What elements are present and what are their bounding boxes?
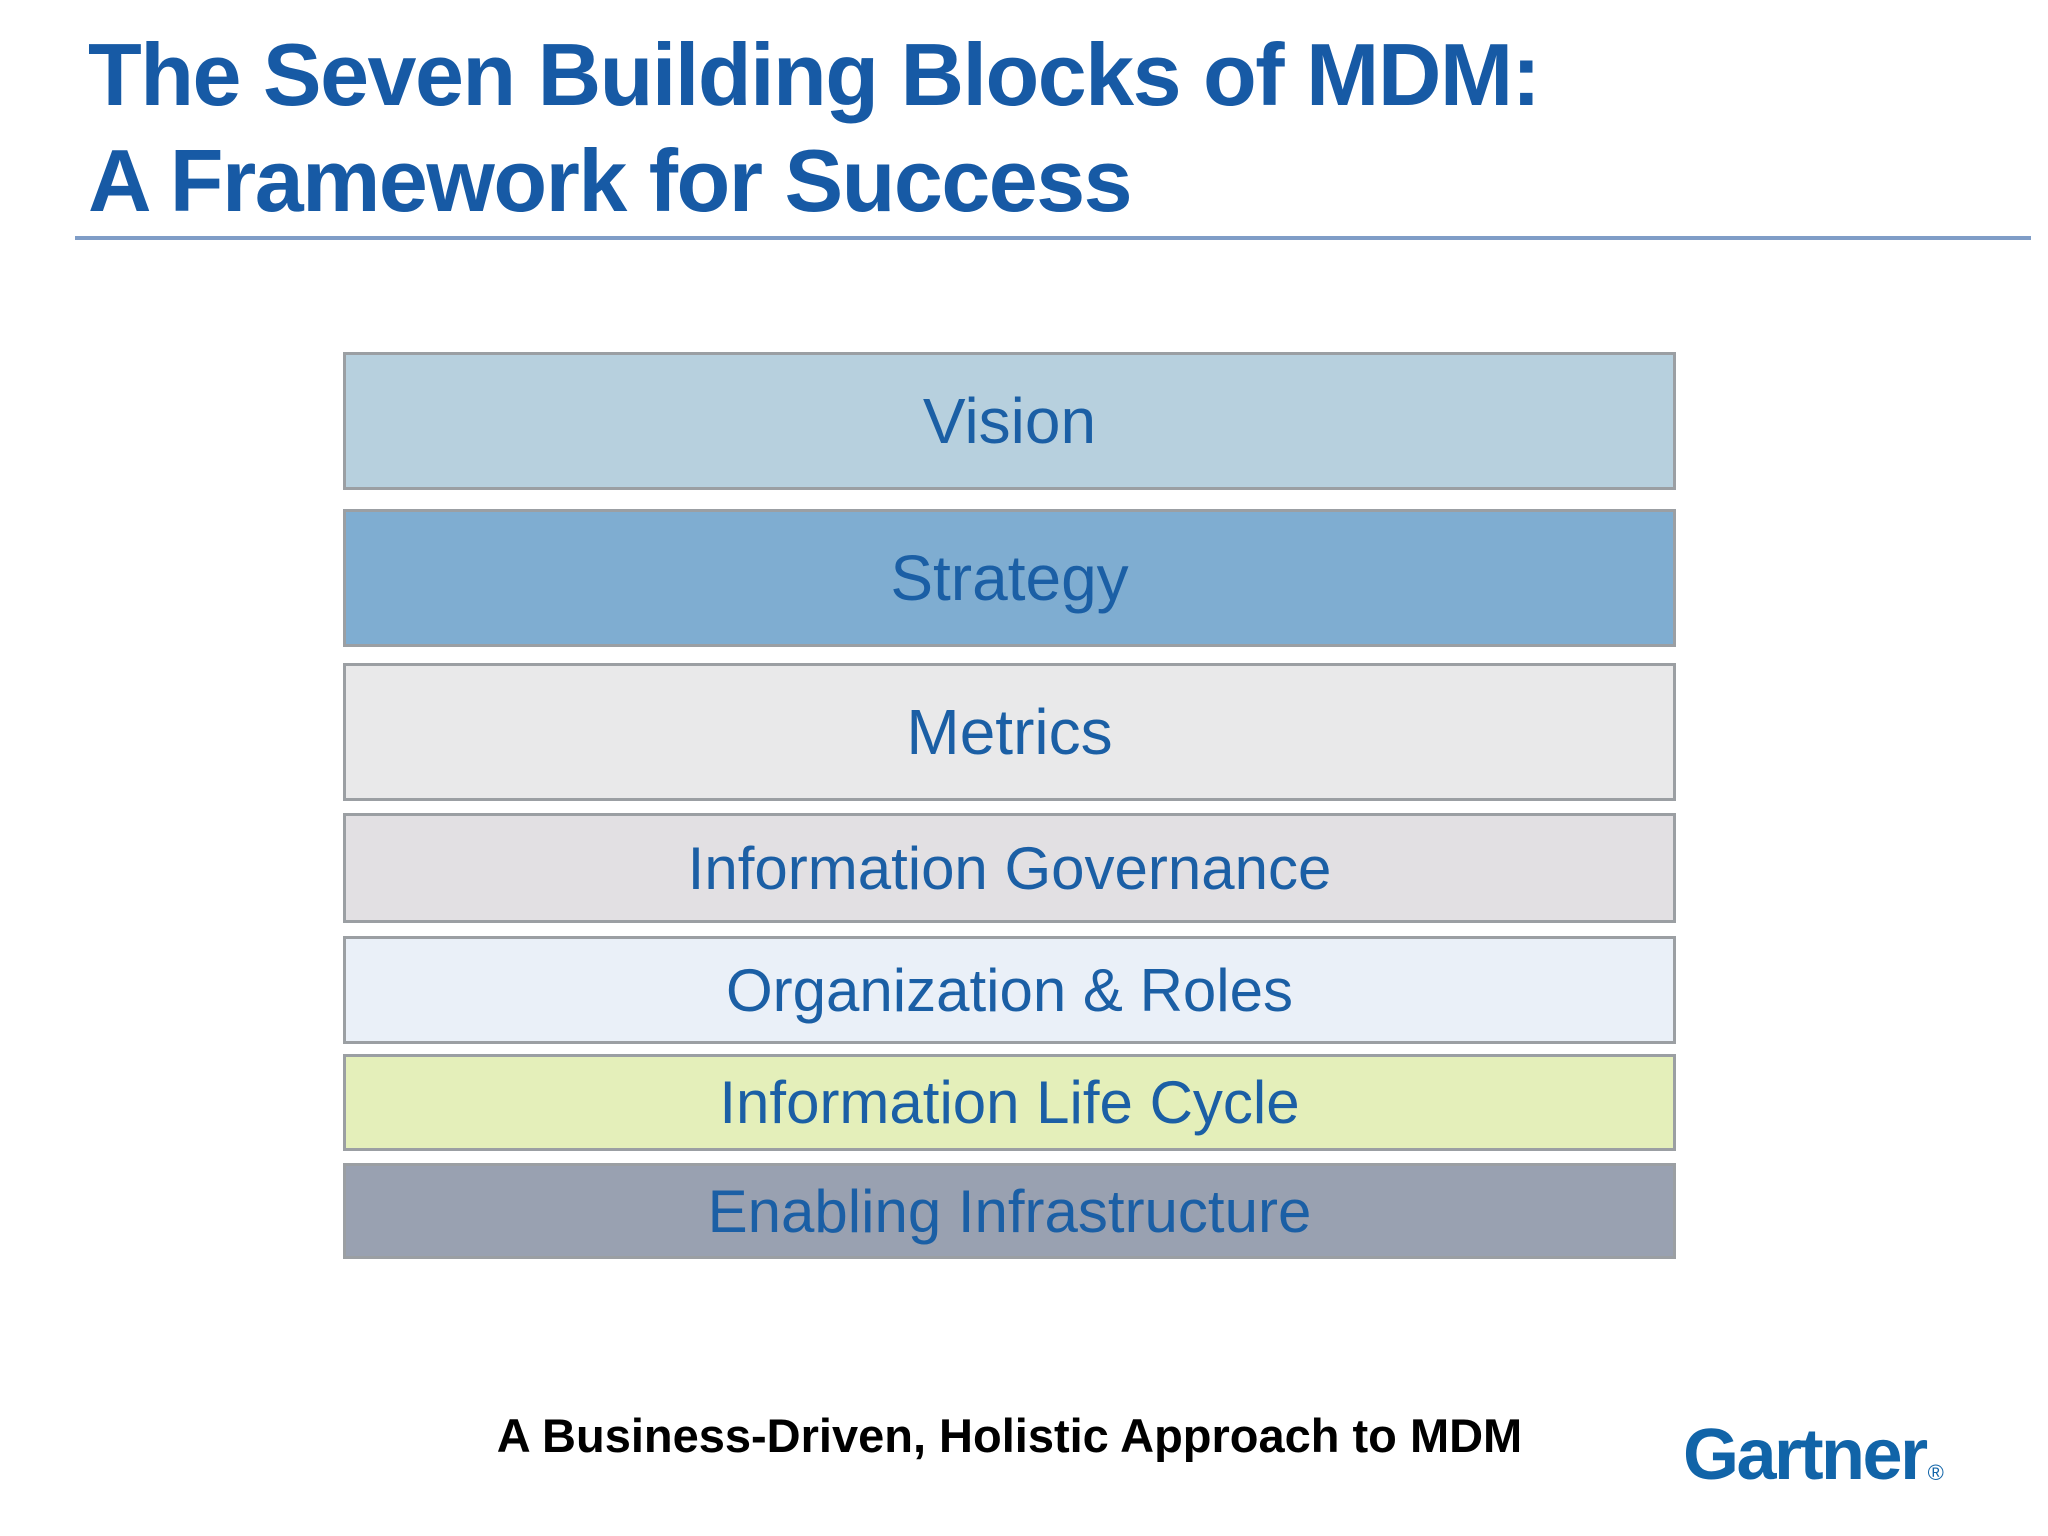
block-organization-roles-label: Organization & Roles [726, 956, 1293, 1024]
block-enabling-infrastructure-label: Enabling Infrastructure [707, 1177, 1312, 1245]
building-blocks-stack: Vision Strategy Metrics Information Gove… [343, 352, 1676, 1262]
gartner-wordmark: Gartner [1683, 1415, 1928, 1495]
block-strategy: Strategy [343, 509, 1676, 647]
block-information-life-cycle: Information Life Cycle [343, 1054, 1676, 1151]
block-information-governance: Information Governance [343, 813, 1676, 923]
block-metrics: Metrics [343, 663, 1676, 801]
block-vision: Vision [343, 352, 1676, 490]
block-information-life-cycle-label: Information Life Cycle [719, 1069, 1300, 1136]
registered-trademark-mark: ® [1927, 1460, 1944, 1485]
slide-caption: A Business-Driven, Holistic Approach to … [496, 1409, 1523, 1462]
gartner-logo: Gartner ® [1683, 1415, 1944, 1495]
block-organization-roles: Organization & Roles [343, 936, 1676, 1044]
block-information-governance-label: Information Governance [687, 834, 1332, 902]
block-vision-label: Vision [922, 385, 1097, 457]
page-title-line1: The Seven Building Blocks of MDM: [88, 25, 1541, 124]
page-title: The Seven Building Blocks of MDM: A Fram… [88, 22, 1541, 234]
page-title-line2: A Framework for Success [88, 131, 1133, 230]
title-divider [75, 236, 2031, 240]
block-enabling-infrastructure: Enabling Infrastructure [343, 1163, 1676, 1259]
block-metrics-label: Metrics [906, 696, 1113, 768]
block-strategy-label: Strategy [890, 542, 1129, 614]
